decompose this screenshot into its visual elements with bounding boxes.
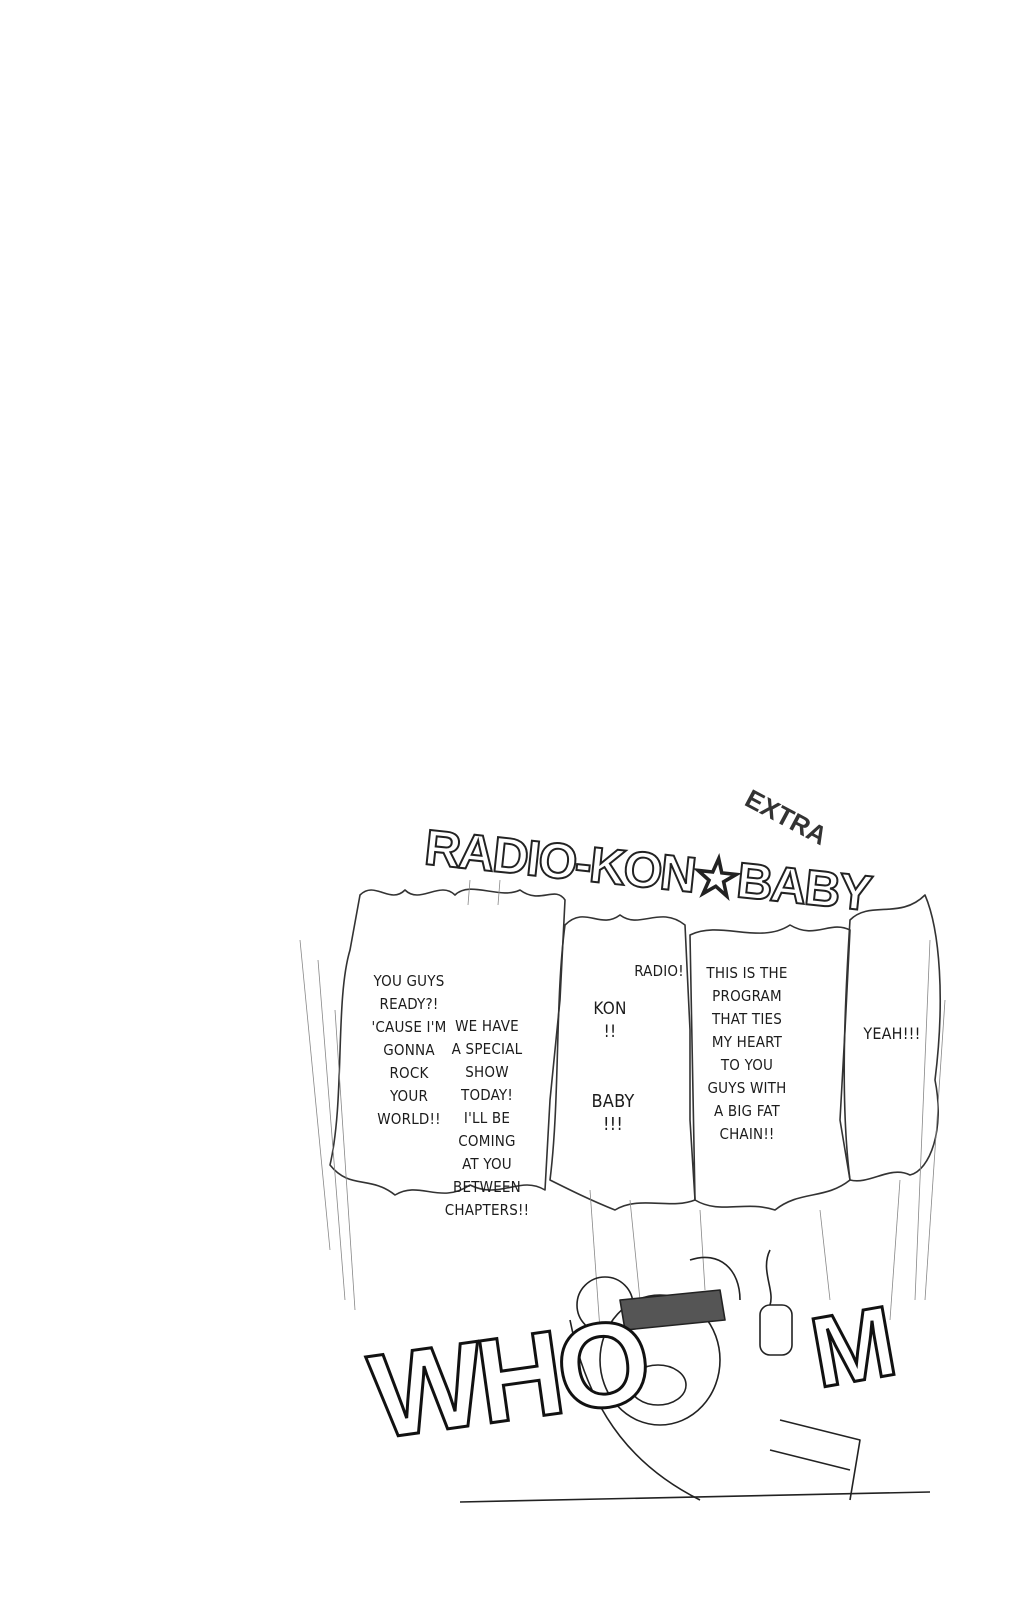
speech-text: WE HAVE A SPECIAL SHOW TODAY! I'LL BE CO… xyxy=(444,1017,530,1219)
kon-character-drawing xyxy=(459,1249,931,1503)
speech-text: KON !! xyxy=(593,999,627,1042)
speech-bubble-far-right xyxy=(843,894,942,1182)
speech-bubble-right xyxy=(689,924,851,1211)
speech-text: RADIO! xyxy=(634,962,684,980)
speech-text: BABY !!! xyxy=(591,1091,635,1135)
speech-bubble-middle xyxy=(549,914,696,1211)
speech-bubble-left xyxy=(329,888,566,1196)
speech-text: YEAH!!! xyxy=(863,1024,921,1043)
speech-text: YOU GUYS READY?! 'CAUSE I'M GONNA ROCK Y… xyxy=(371,972,447,1128)
speech-text: THIS IS THE PROGRAM THAT TIES MY HEART T… xyxy=(706,964,788,1143)
